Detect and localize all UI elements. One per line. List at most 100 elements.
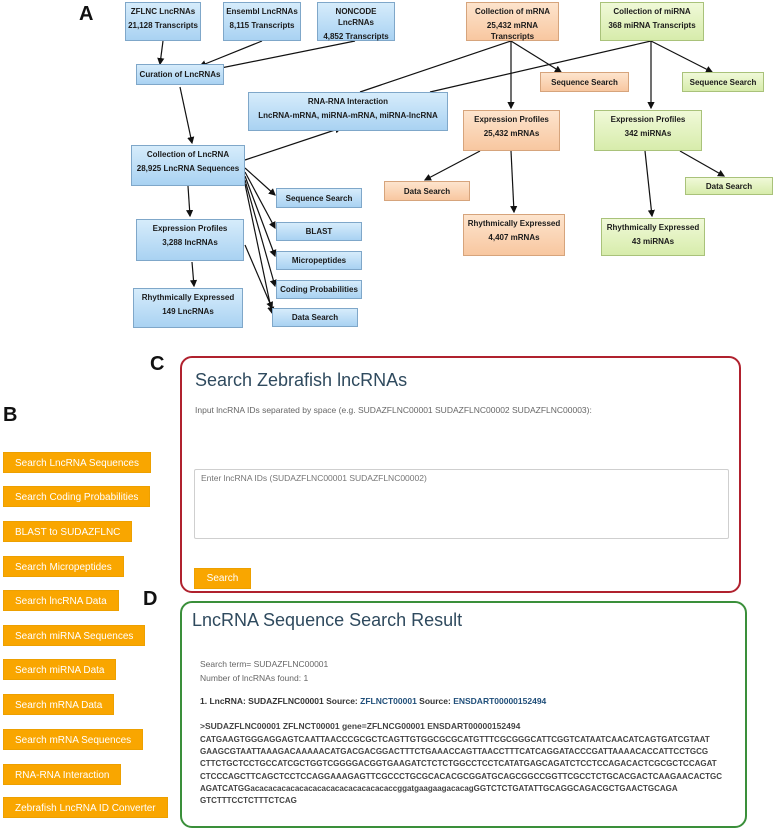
node-count: 342 miRNAs: [624, 129, 672, 138]
result-card: LncRNA Sequence Search Result Search ter…: [180, 601, 747, 828]
node-lncrna-rhythmic: Rhythmically Expressed 149 LncRNAs: [133, 288, 243, 328]
node-count: 4,852 Transcripts: [323, 32, 389, 41]
arrow-mrna-expr-rhythm: [510, 150, 518, 214]
node-blast: BLAST: [276, 222, 362, 241]
arrow-lnc-expr-datasearch: [244, 244, 273, 310]
result-entry: 1. LncRNA: SUDAZFLNC00001 Source: ZFLNCT…: [200, 696, 546, 706]
sequence-line: CATGAAGTGGGAGGAGTCAATTAACCCGCGCTCAGTTGTG…: [200, 735, 710, 744]
node-count: 149 LncRNAs: [162, 307, 214, 316]
node-micropeptides: Micropeptides: [276, 251, 362, 270]
search-button[interactable]: Search: [194, 568, 251, 589]
node-label: Sequence Search: [285, 193, 353, 203]
nav-search-coding-probabilities[interactable]: Search Coding Probabilities: [3, 486, 151, 507]
flowchart-arrows: [157, 40, 726, 315]
node-label: Ensembl LncRNAs: [226, 7, 298, 16]
node-count: 25,432 mRNA Transcripts: [486, 21, 539, 41]
node-curation: Curation of LncRNAs: [136, 64, 224, 85]
node-label: NONCODE LncRNAs: [335, 7, 377, 27]
node-label: Rhythmically Expressed: [467, 219, 561, 228]
node-label: Collection of mRNA: [474, 7, 551, 16]
arrow-lnc-blast: [244, 171, 276, 230]
result-count: Number of lncRNAs found: 1: [200, 673, 309, 683]
sequence-block: CATGAAGTGGGAGGAGTCAATTAACCCGCGCTCAGTTGTG…: [200, 734, 722, 807]
node-mrna-rhythmic: Rhythmically Expressed 4,407 mRNAs: [463, 214, 565, 256]
lncrna-id-input[interactable]: [194, 469, 729, 539]
node-zflnc-lncrnas: ZFLNC LncRNAs 21,128 Transcripts: [125, 2, 201, 41]
nav-search-lncrna-data[interactable]: Search lncRNA Data: [3, 590, 119, 611]
node-label: Collection of LncRNA: [146, 150, 230, 159]
nav-search-mrna-data[interactable]: Search mRNA Data: [3, 694, 115, 715]
node-lncrna-sequence-search: Sequence Search: [276, 188, 362, 208]
arrow-lnc-datasearch: [244, 183, 275, 315]
panel-letter-b: B: [3, 404, 18, 426]
node-mirna-collection: Collection of miRNA 368 miRNA Transcript…: [600, 2, 704, 41]
node-label: Data Search: [291, 313, 339, 322]
arrow-lnc-expr: [186, 185, 194, 218]
arrow-zflnc-curation: [157, 40, 165, 66]
node-count: 3,288 lncRNAs: [162, 238, 218, 247]
panel-letter-c: C: [150, 353, 165, 375]
nav-search-lncrna-sequences[interactable]: Search LncRNA Sequences: [3, 452, 151, 473]
node-count: 43 miRNAs: [631, 237, 675, 246]
node-rna-rna-interaction: RNA-RNA Interaction LncRNA-mRNA, miRNA-m…: [248, 92, 448, 131]
search-instruction: Input lncRNA IDs separated by space (e.g…: [195, 405, 592, 415]
sequence-header: >SUDAZFLNC00001 ZFLNCT00001 gene=ZFLNCG0…: [200, 721, 521, 731]
sequence-line: GAAGCGTAATTAAAGACAAAAACATGACGACGGACTTTCT…: [200, 747, 709, 757]
node-coding-probabilities: Coding Probabilities: [276, 280, 362, 299]
nav-rna-rna-interaction[interactable]: RNA-RNA Interaction: [3, 764, 122, 785]
node-label: ZFLNC LncRNAs: [130, 7, 196, 16]
node-count: 8,115 Transcripts: [229, 21, 295, 30]
node-count: 21,128 Transcripts: [128, 21, 198, 30]
node-count: 28,925 LncRNA Sequences: [136, 164, 240, 173]
arrow-curation-lnc: [179, 86, 195, 145]
node-lncrna-data-search: Data Search: [272, 308, 358, 327]
search-form-card: Search Zebrafish lncRNAs Input lncRNA ID…: [180, 356, 741, 593]
node-mrna-collection: Collection of mRNA 25,432 mRNA Transcrip…: [466, 2, 559, 41]
node-label: RNA-RNA Interaction: [307, 97, 389, 106]
arrow-noncode-curation: [204, 40, 356, 74]
arrow-mirna-expr-data: [679, 150, 726, 177]
nav-blast-to-sudazflnc[interactable]: BLAST to SUDAZFLNC: [3, 521, 133, 542]
result-search-term: Search term= SUDAZFLNC00001: [200, 659, 329, 669]
nav-lncrna-id-converter[interactable]: Zebrafish LncRNA ID Converter: [3, 797, 168, 818]
arrow-lnc-expr-rhythm: [189, 261, 198, 288]
result-title: LncRNA Sequence Search Result: [192, 610, 463, 630]
arrow-mrna-seqsearch: [510, 40, 563, 73]
node-label: Data Search: [403, 186, 451, 196]
node-label: Data Search: [705, 181, 753, 191]
node-mirna-data-search: Data Search: [685, 177, 773, 195]
panel-letter-d: D: [143, 588, 158, 610]
nav-search-mirna-sequences[interactable]: Search miRNA Sequences: [3, 625, 146, 646]
node-label: Expression Profiles: [610, 115, 686, 124]
node-noncode-lncrnas: NONCODE LncRNAs 4,852 Transcripts: [317, 2, 395, 41]
node-lncrna-collection: Collection of LncRNA 28,925 LncRNA Seque…: [131, 145, 245, 186]
result-entry-prefix: 1. LncRNA: SUDAZFLNC00001 Source:: [200, 696, 361, 706]
node-mrna-data-search: Data Search: [384, 181, 470, 201]
node-ensembl-lncrnas: Ensembl LncRNAs 8,115 Transcripts: [223, 2, 301, 41]
node-label: Expression Profiles: [474, 115, 549, 124]
node-label: Rhythmically Expressed: [141, 293, 235, 302]
node-label: Sequence Search: [689, 77, 757, 87]
arrow-lnc-coding: [244, 179, 277, 288]
sequence-line: AGATCATGGacacacacacacacacacacacacacacaca…: [200, 783, 678, 793]
sequence-line: CTTCTGCTCCTGCCATCGCTGGTCGGGGACGGTGAAGATC…: [200, 759, 717, 769]
nav-search-mirna-data[interactable]: Search miRNA Data: [3, 659, 117, 680]
result-source-label: Source:: [416, 696, 454, 706]
nav-search-mrna-sequences[interactable]: Search mRNA Sequences: [3, 729, 144, 750]
search-form-title: Search Zebrafish lncRNAs: [195, 370, 408, 390]
line-mrna-rnarna: [359, 40, 512, 93]
sequence-line: CTCCCAGCTTCAGCTCCTCCAGGAAAGAGTTCGCCCTGCG…: [200, 771, 723, 781]
arrow-mirna-seqsearch: [650, 40, 714, 73]
node-mirna-rhythmic: Rhythmically Expressed 43 miRNAs: [601, 218, 705, 256]
sequence-line: GTCTTTCCTCTTTCTCAG: [200, 796, 297, 806]
node-lncrna-expression: Expression Profiles 3,288 lncRNAs: [136, 219, 244, 261]
node-mrna-sequence-search: Sequence Search: [540, 72, 629, 92]
line-mirna-rnarna: [429, 40, 652, 93]
nav-search-micropeptides[interactable]: Search Micropeptides: [3, 556, 124, 577]
result-source1-link[interactable]: ZFLNCT00001: [360, 696, 417, 706]
result-source2-link[interactable]: ENSDART00000152494: [453, 696, 547, 706]
node-mirna-sequence-search: Sequence Search: [682, 72, 764, 92]
arrow-lnc-rnarna: [244, 126, 343, 161]
node-count: 4,407 mRNAs: [488, 233, 540, 242]
node-label: Curation of LncRNAs: [139, 70, 221, 79]
